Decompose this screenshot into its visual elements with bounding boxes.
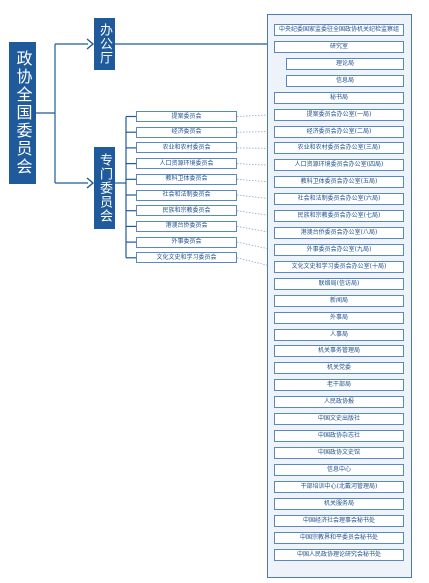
agency-node: 机关事务管理局	[274, 345, 404, 358]
agency-node: 机关党委	[274, 362, 404, 375]
agency-node: 教科卫体委员会办公室(五局)	[274, 176, 404, 189]
agency-node: 农业和农村委员会办公室(三局)	[274, 142, 404, 155]
agency-node: 人事局	[274, 328, 404, 341]
agency-node: 中国经济社会理事会秘书处	[274, 514, 404, 527]
special-committees-label: 专门委员会	[97, 153, 112, 223]
agency-node: 中央纪委国家监委驻全国政协机关纪检监察组	[274, 24, 404, 36]
agency-node: 经济委员会办公室(二局)	[274, 125, 404, 138]
agency-node: 港澳台侨委员会办公室(八局)	[274, 227, 404, 240]
agency-node: 老干部局	[274, 379, 404, 392]
agency-node: 理论局	[286, 57, 404, 70]
agency-node: 外事局	[274, 311, 404, 324]
agency-node: 中国宗教界和平委员会秘书处	[274, 531, 404, 544]
agency-node: 信息局	[286, 74, 404, 87]
agency-node: 中国文史出版社	[274, 413, 404, 426]
agency-node: 民族和宗教委员会办公室(七局)	[274, 210, 404, 223]
committee-node: 提案委员会	[136, 111, 237, 122]
committee-node: 社会和法制委员会	[136, 189, 237, 201]
agency-node: 中国政协杂志社	[274, 430, 404, 443]
agency-node: 研究室	[274, 40, 404, 53]
agency-node: 提案委员会办公室(一局)	[274, 108, 404, 121]
dashed-connector	[236, 257, 275, 268]
committee-node: 港澳台侨委员会	[136, 220, 237, 232]
special-committees-node: 专门委员会	[94, 147, 115, 229]
committee-node: 民族和宗教委员会	[136, 205, 237, 217]
committee-node: 教科卫体委员会	[136, 173, 237, 185]
agency-node: 中国人民政协理论研究会秘书处	[274, 548, 404, 561]
dashed-connector	[236, 241, 275, 251]
agency-node: 中国政协文史馆	[274, 447, 404, 459]
root-label: 政协全国委员会	[13, 50, 33, 176]
committee-node: 经济委员会	[136, 126, 237, 138]
agency-node: 文化文史和学习委员会办公室(十局)	[274, 260, 404, 273]
committee-node: 外事委员会	[136, 236, 237, 248]
committee-node: 农业和农村委员会	[136, 142, 237, 154]
agency-node: 新闻局	[274, 294, 404, 307]
office-label: 办公厅	[97, 23, 112, 65]
agency-node: 人民政协报	[274, 396, 404, 409]
root-node: 政协全国委员会	[9, 42, 36, 184]
agency-node: 机关服务局	[274, 497, 404, 510]
agency-node: 社会和法制委员会办公室(六局)	[274, 193, 404, 206]
agency-node: 联络局(信访局)	[274, 277, 404, 290]
arrow-icon	[86, 177, 95, 189]
agency-node: 干部培训中心(北戴河管理局)	[274, 480, 404, 493]
committee-node: 文化文史和学习委员会	[136, 252, 237, 264]
agency-node: 外事委员会办公室(九局)	[274, 243, 404, 256]
arrow-icon	[86, 38, 95, 50]
committee-node: 人口资源环境委员会	[136, 158, 237, 170]
office-node: 办公厅	[94, 18, 115, 70]
agency-node: 秘书局	[274, 91, 404, 104]
agency-node: 信息中心	[274, 463, 404, 476]
agency-node: 人口资源环境委员会办公室(四局)	[274, 159, 404, 172]
